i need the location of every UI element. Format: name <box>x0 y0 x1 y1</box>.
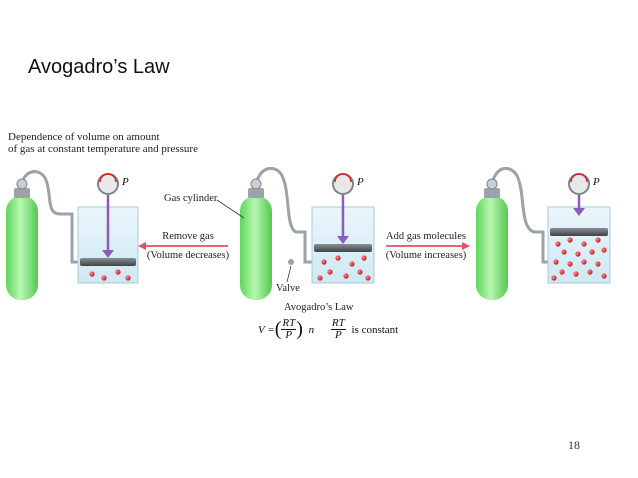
gas-tube <box>490 167 550 264</box>
gas-cylinder <box>240 196 272 300</box>
caption-line-1: Dependence of volume on amount <box>8 131 160 143</box>
valve-label: Valve <box>276 283 300 294</box>
page-number: 18 <box>568 438 580 452</box>
gas-cylinder <box>476 196 508 300</box>
add-gas-label: Add gas molecules <box>386 231 466 242</box>
piston <box>550 228 608 236</box>
remove-gas-label: Remove gas <box>162 231 214 242</box>
add-gas-arrow <box>386 242 470 250</box>
center-apparatus <box>216 167 375 300</box>
slide-title: Avogadro’s Law <box>28 56 170 78</box>
right-apparatus <box>476 167 611 300</box>
gas-cylinder-label: Gas cylinder <box>164 193 218 204</box>
left-apparatus <box>6 170 139 300</box>
gas-molecules <box>89 269 131 281</box>
gas-tube <box>254 167 312 264</box>
piston <box>314 244 372 252</box>
volume-decreases-label: (Volume decreases) <box>146 250 230 261</box>
formula-constant-text: is constant <box>351 323 399 336</box>
formula-n: n <box>308 323 315 336</box>
caption-line-2: of gas at constant temperature and press… <box>8 143 198 155</box>
pressure-label-left: P <box>122 176 129 188</box>
gas-molecules <box>551 237 607 281</box>
gas-tube <box>19 170 80 264</box>
volume-increases-label: (Volume increases) <box>385 250 467 261</box>
avogadro-formula: V = ( RT P ) n RT P is constant <box>258 317 399 341</box>
formula-p-denominator: P <box>285 329 293 341</box>
formula-rt-numerator: RT <box>281 317 297 330</box>
cylinder-valve-cap <box>248 188 264 198</box>
cylinder-valve-cap <box>14 188 30 198</box>
gas-cylinder <box>6 196 38 300</box>
piston <box>80 258 136 266</box>
figure-caption: Dependence of volume on amount of gas at… <box>8 131 198 155</box>
formula-p-denominator-2: P <box>334 329 342 341</box>
remove-gas-arrow <box>138 242 228 250</box>
law-title: Avogadro’s Law <box>284 302 354 313</box>
cylinder-valve-cap <box>484 188 500 198</box>
gas-molecules <box>317 255 371 281</box>
formula-lhs: V = <box>258 323 275 336</box>
pressure-label-right: P <box>593 176 600 188</box>
pressure-label-center: P <box>357 176 364 188</box>
formula-rt-numerator-2: RT <box>330 317 346 330</box>
